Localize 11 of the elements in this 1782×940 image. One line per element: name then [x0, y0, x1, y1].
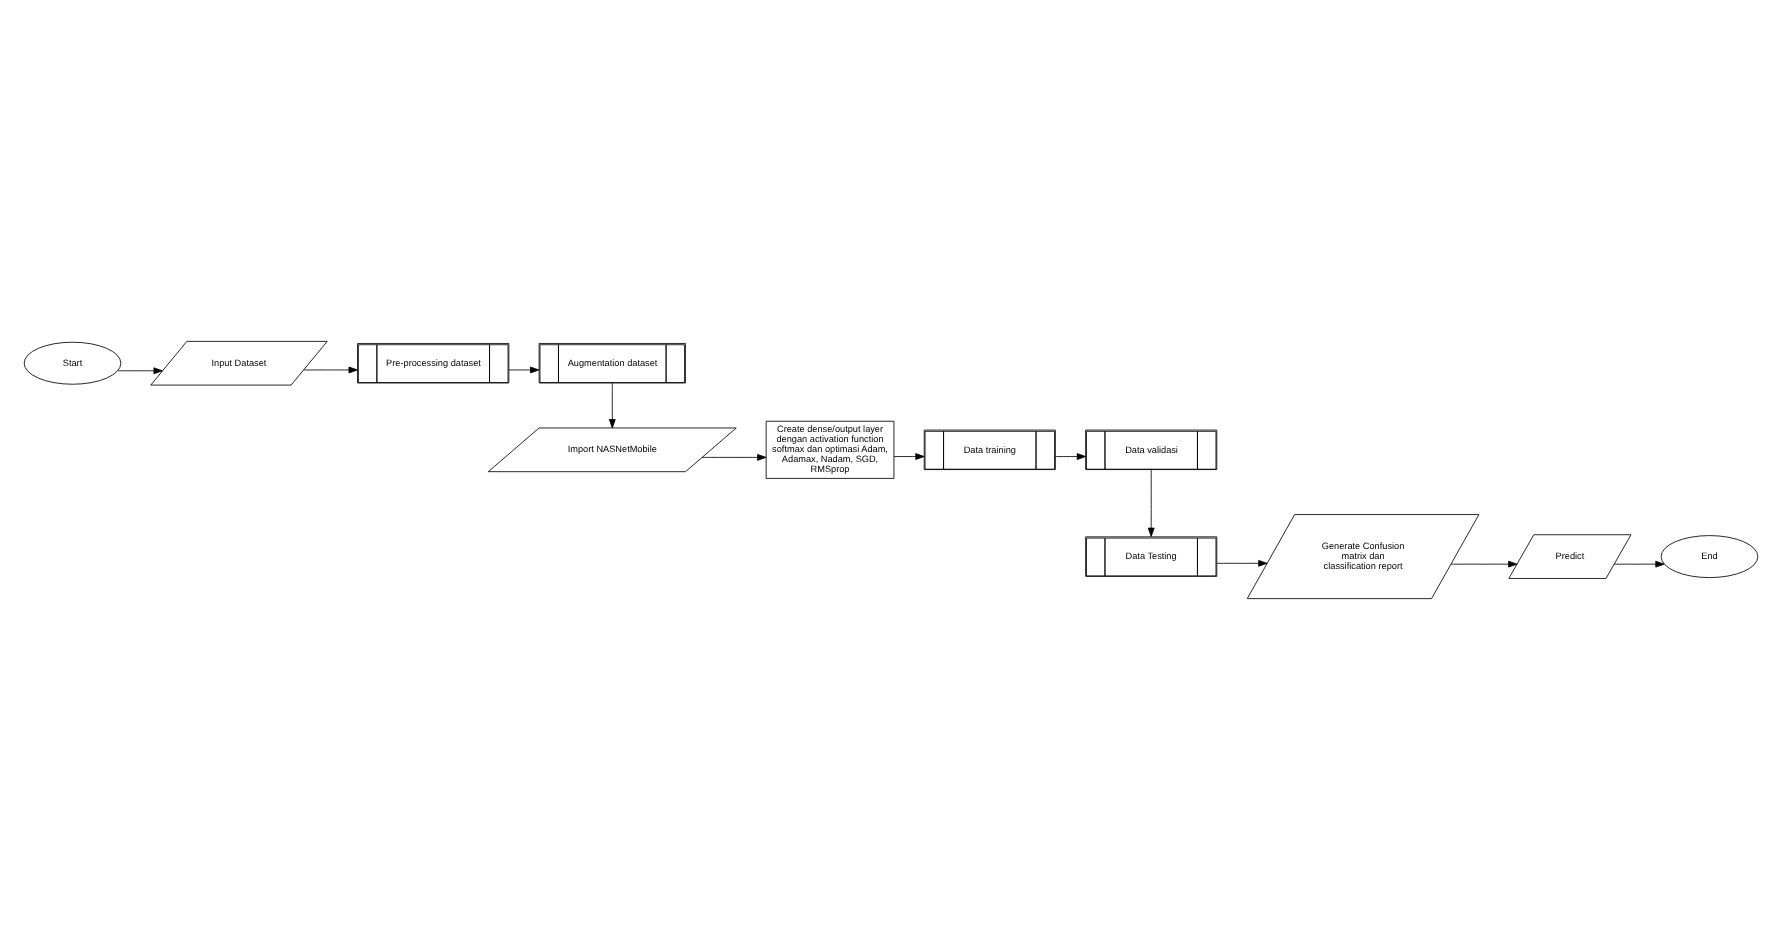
- arrow: [1614, 560, 1665, 568]
- arrow: [1055, 453, 1087, 460]
- arrow: [508, 366, 540, 374]
- arrow: [1216, 559, 1268, 567]
- arrow: [117, 367, 163, 375]
- arrow: [303, 366, 358, 374]
- arrow: [1147, 469, 1155, 537]
- arrow: [1450, 560, 1518, 568]
- arrow: [893, 453, 925, 460]
- arrow: [608, 382, 616, 429]
- arrow: [701, 454, 767, 461]
